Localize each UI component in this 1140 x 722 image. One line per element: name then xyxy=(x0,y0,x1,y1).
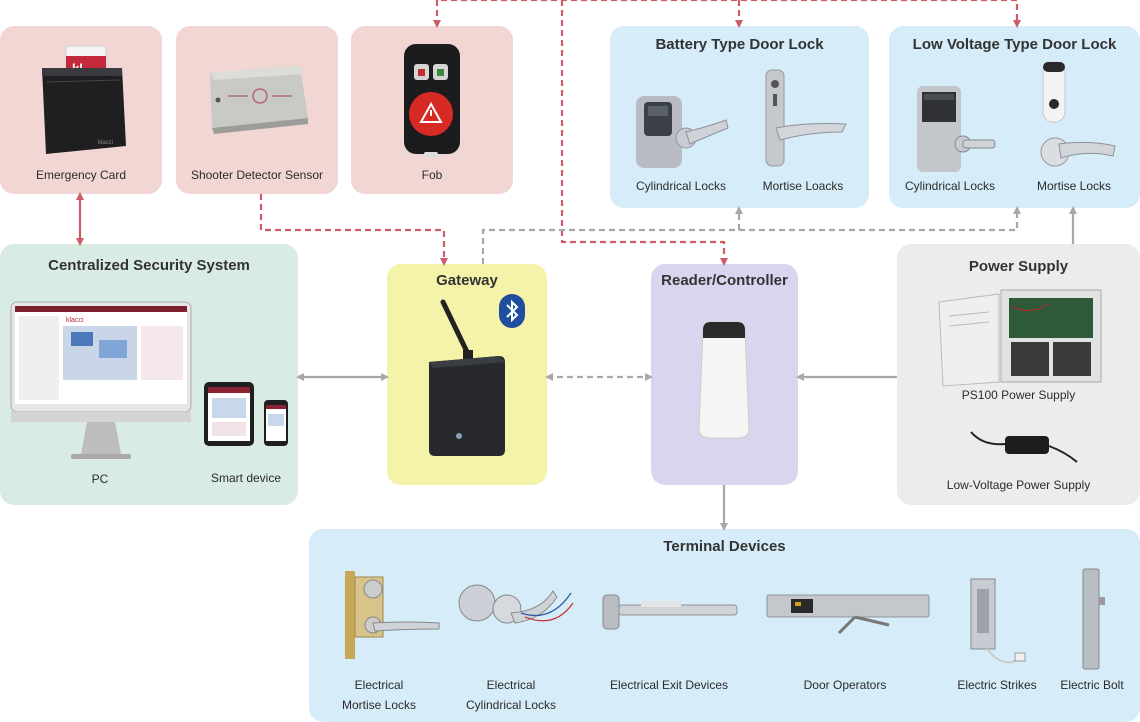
central-security-panel: Centralized Security System klacci PC Sm… xyxy=(0,244,298,505)
low-voltage-power-label: Low-Voltage Power Supply xyxy=(946,478,1091,492)
shooter-sensor-panel: Shooter Detector Sensor xyxy=(176,26,338,194)
shooter-sensor-label: Shooter Detector Sensor xyxy=(190,168,324,182)
low-voltage-power-supply-image xyxy=(970,431,1078,463)
bluetooth-icon xyxy=(499,294,525,328)
electric-bolt-label: Electric Bolt xyxy=(1060,678,1124,692)
low-voltage-cylindrical-label: Cylindrical Locks xyxy=(904,179,996,193)
electric-strike-image xyxy=(970,578,1026,664)
door-operators-label: Door Operators xyxy=(803,678,887,692)
low-voltage-lock-panel: Low Voltage Type Door Lock Cylindrical L… xyxy=(889,26,1140,208)
gateway-panel: Gateway xyxy=(387,264,547,485)
wire-top-bus xyxy=(433,0,1021,28)
electrical-cylindrical-lock-image xyxy=(458,584,574,624)
reader-controller-title: Reader/Controller xyxy=(661,272,788,289)
electrical-mortise-label-line1: Electrical xyxy=(354,678,404,692)
emergency-card-label: Emergency Card xyxy=(35,168,127,182)
battery-lock-panel: Battery Type Door Lock Cylindrical Locks… xyxy=(610,26,869,208)
power-supply-title: Power Supply xyxy=(968,258,1069,275)
ps100-label: PS100 Power Supply xyxy=(961,388,1076,402)
shooter-sensor-image xyxy=(210,66,308,134)
electrical-mortise-lock-image xyxy=(345,571,440,659)
gateway-device-image xyxy=(429,299,505,456)
battery-mortise-lock-image xyxy=(765,69,847,167)
battery-cylindrical-label: Cylindrical Locks xyxy=(635,179,727,193)
tablet-image xyxy=(204,382,254,446)
electrical-exit-label: Electrical Exit Devices xyxy=(609,678,729,692)
card-holder-brand: klacci xyxy=(98,140,113,146)
battery-mortise-label: Mortise Loacks xyxy=(762,179,844,193)
electric-bolt-image xyxy=(1082,568,1105,670)
low-voltage-cylindrical-lock-image xyxy=(917,86,996,172)
smart-device-label: Smart device xyxy=(210,471,282,485)
fob-panel: Fob xyxy=(351,26,513,194)
pc-monitor-image: klacci xyxy=(10,301,192,459)
gateway-title: Gateway xyxy=(436,272,498,289)
battery-lock-title: Battery Type Door Lock xyxy=(655,36,824,53)
low-voltage-mortise-label: Mortise Locks xyxy=(1036,179,1112,193)
fob-label: Fob xyxy=(421,168,443,182)
terminal-devices-title: Terminal Devices xyxy=(663,538,786,555)
low-voltage-reader-image xyxy=(1042,61,1066,123)
smartphone-image xyxy=(264,400,288,446)
terminal-devices-panel: Terminal Devices Electrical Mortise Lo xyxy=(309,529,1140,722)
electric-strikes-label: Electric Strikes xyxy=(957,678,1037,692)
central-security-title: Centralized Security System xyxy=(48,257,250,274)
fob-image xyxy=(404,44,460,158)
low-voltage-lock-title: Low Voltage Type Door Lock xyxy=(912,36,1117,53)
ps100-power-supply-image xyxy=(938,289,1102,387)
electrical-cylindrical-label-line2: Cylindrical Locks xyxy=(465,698,557,712)
emergency-card-image: kl klacci xyxy=(42,45,126,154)
power-supply-panel: Power Supply PS100 Power Supply Low-Volt… xyxy=(897,244,1140,505)
pc-label: PC xyxy=(91,472,109,486)
electrical-mortise-label-line2: Mortise Locks xyxy=(341,698,417,712)
reader-controller-image xyxy=(698,321,750,439)
emergency-card-panel: kl klacci Emergency Card xyxy=(0,26,162,194)
battery-cylindrical-lock-image xyxy=(636,96,729,168)
low-voltage-mortise-lock-image xyxy=(1040,137,1116,167)
door-operator-image xyxy=(766,594,930,635)
electrical-cylindrical-label-line1: Electrical xyxy=(486,678,536,692)
electrical-exit-device-image xyxy=(602,594,738,630)
pc-screen-brand: klacci xyxy=(66,317,84,324)
reader-controller-panel: Reader/Controller xyxy=(651,264,798,485)
